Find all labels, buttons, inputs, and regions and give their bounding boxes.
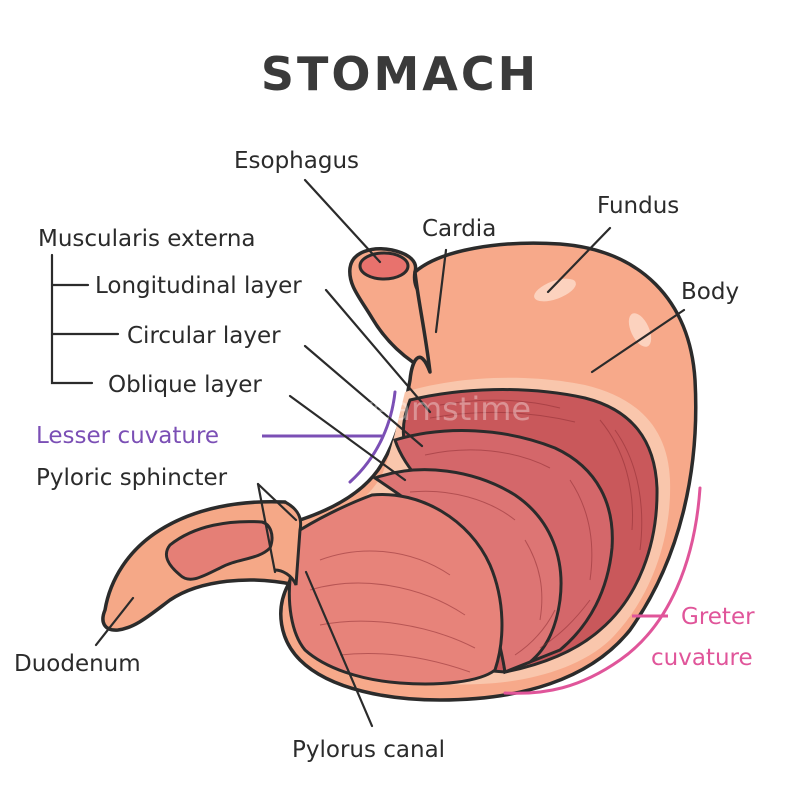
stomach-illustration: [101, 241, 698, 702]
lesser-curvature-line: [348, 390, 397, 484]
label-esophagus: Esophagus: [234, 148, 359, 174]
label-longitudinal-layer: Longitudinal layer: [95, 273, 302, 299]
label-greater-curvature-line1: Greter: [681, 604, 755, 630]
label-lesser-curvature: Lesser cuvature: [36, 423, 219, 449]
muscle-fibers: [309, 399, 643, 673]
watermark: dreamstime: [339, 390, 531, 428]
page-title: STOMACH: [261, 47, 539, 101]
label-fundus: Fundus: [597, 193, 679, 219]
label-pyloric-sphincter: Pyloric sphincter: [36, 465, 228, 491]
label-muscularis-externa: Muscularis externa: [38, 226, 256, 252]
label-body: Body: [681, 279, 739, 305]
label-greater-curvature-line2: cuvature: [651, 645, 753, 671]
label-oblique-layer: Oblique layer: [108, 372, 262, 398]
label-cardia: Cardia: [422, 216, 496, 242]
fundus-highlight: [534, 278, 576, 302]
duodenum-lumen: [164, 520, 274, 581]
label-circular-layer: Circular layer: [127, 323, 281, 349]
label-duodenum: Duodenum: [14, 651, 141, 677]
greater-curvature-line: [503, 486, 702, 695]
leader-lines: [50, 178, 686, 728]
esophagus-opening: [358, 251, 410, 281]
label-pylorus-canal: Pylorus canal: [292, 737, 445, 763]
labels: Esophagus Cardia Fundus Body Muscularis …: [14, 148, 755, 763]
pyloric-sphincter-ring: [274, 500, 303, 586]
body-highlight: [628, 313, 652, 347]
